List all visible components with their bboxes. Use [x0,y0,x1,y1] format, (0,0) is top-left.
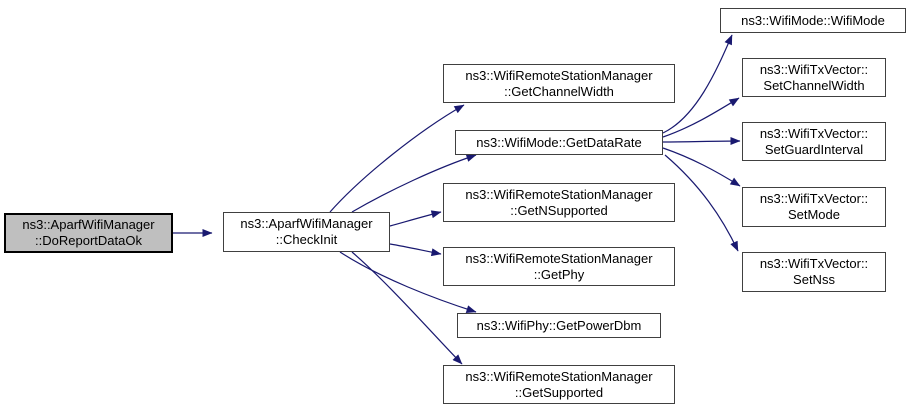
node-get-data-rate[interactable]: ns3::WifiMode::GetDataRate [455,130,663,155]
node-label-line: ::GetPhy [533,266,585,282]
node-label-line: ns3::WifiMode::GetDataRate [476,134,642,150]
edge-get-data-rate-to-set-nss [664,154,739,252]
node-label-line: ns3::WifiMode::WifiMode [741,12,885,28]
edge-check-init-to-get-data-rate [351,154,477,213]
node-label-line: ::CheckInit [275,232,338,247]
node-get-supported[interactable]: ns3::WifiRemoteStationManager::GetSuppor… [443,365,675,404]
node-label-line: ::GetNSupported [510,202,608,218]
node-label-line: ::DoReportDataOk [35,233,142,248]
node-label-line: ns3::WifiTxVector:: [759,191,869,206]
node-label-line: SetGuardInterval [764,141,864,157]
node-label-line: ns3::WifiRemoteStationManager [465,368,653,384]
node-label-line: ns3::WifiTxVector:: [759,61,869,77]
node-set-channel-width[interactable]: ns3::WifiTxVector::SetChannelWidth [742,58,886,97]
edge-get-data-rate-to-set-mode [662,147,741,187]
edge-get-data-rate-to-set-channel-width [662,97,740,138]
node-label-line: SetMode [787,207,841,222]
edge-check-init-to-get-power-dbm [339,251,477,313]
node-set-nss[interactable]: ns3::WifiTxVector::SetNss [742,252,886,292]
node-get-phy[interactable]: ns3::WifiRemoteStationManager::GetPhy [443,247,675,286]
node-label-line: ::GetSupported [514,384,604,400]
node-label-line: ns3::WifiRemoteStationManager [465,186,653,202]
edge-get-data-rate-to-set-guard-interval [662,137,741,146]
node-label-line: ns3::AparfWifiManager [240,216,373,231]
node-label-line: ns3::WifiRemoteStationManager [465,67,653,83]
edge-check-init-to-get-phy [389,243,442,257]
node-do-report-data-ok: ns3::AparfWifiManager::DoReportDataOk [4,213,173,253]
edge-check-init-to-get-channel-width [329,104,465,213]
edge-get-data-rate-to-wifi-mode-ctor [662,34,733,134]
node-label-line: ns3::WifiRemoteStationManager [465,250,653,266]
node-set-guard-interval[interactable]: ns3::WifiTxVector::SetGuardInterval [742,122,886,161]
node-label-line: ns3::WifiTxVector:: [759,256,869,271]
edge-check-init-to-get-supported [351,251,463,365]
node-set-mode[interactable]: ns3::WifiTxVector::SetMode [742,187,886,227]
node-get-n-supported[interactable]: ns3::WifiRemoteStationManager::GetNSuppo… [443,183,675,222]
node-wifi-mode-ctor[interactable]: ns3::WifiMode::WifiMode [720,8,906,33]
node-get-channel-width[interactable]: ns3::WifiRemoteStationManager::GetChanne… [443,64,675,103]
edge-check-init-to-get-n-supported [389,210,442,227]
node-label-line: SetChannelWidth [763,77,865,93]
node-label-line: ns3::WifiTxVector:: [759,125,869,141]
node-check-init[interactable]: ns3::AparfWifiManager::CheckInit [223,212,390,252]
node-label-line: ns3::AparfWifiManager [22,217,155,232]
node-label-line: SetNss [793,272,835,287]
node-label-line: ::GetChannelWidth [504,83,614,99]
node-label-line: ns3::WifiPhy::GetPowerDbm [476,317,642,333]
node-get-power-dbm[interactable]: ns3::WifiPhy::GetPowerDbm [457,313,661,338]
